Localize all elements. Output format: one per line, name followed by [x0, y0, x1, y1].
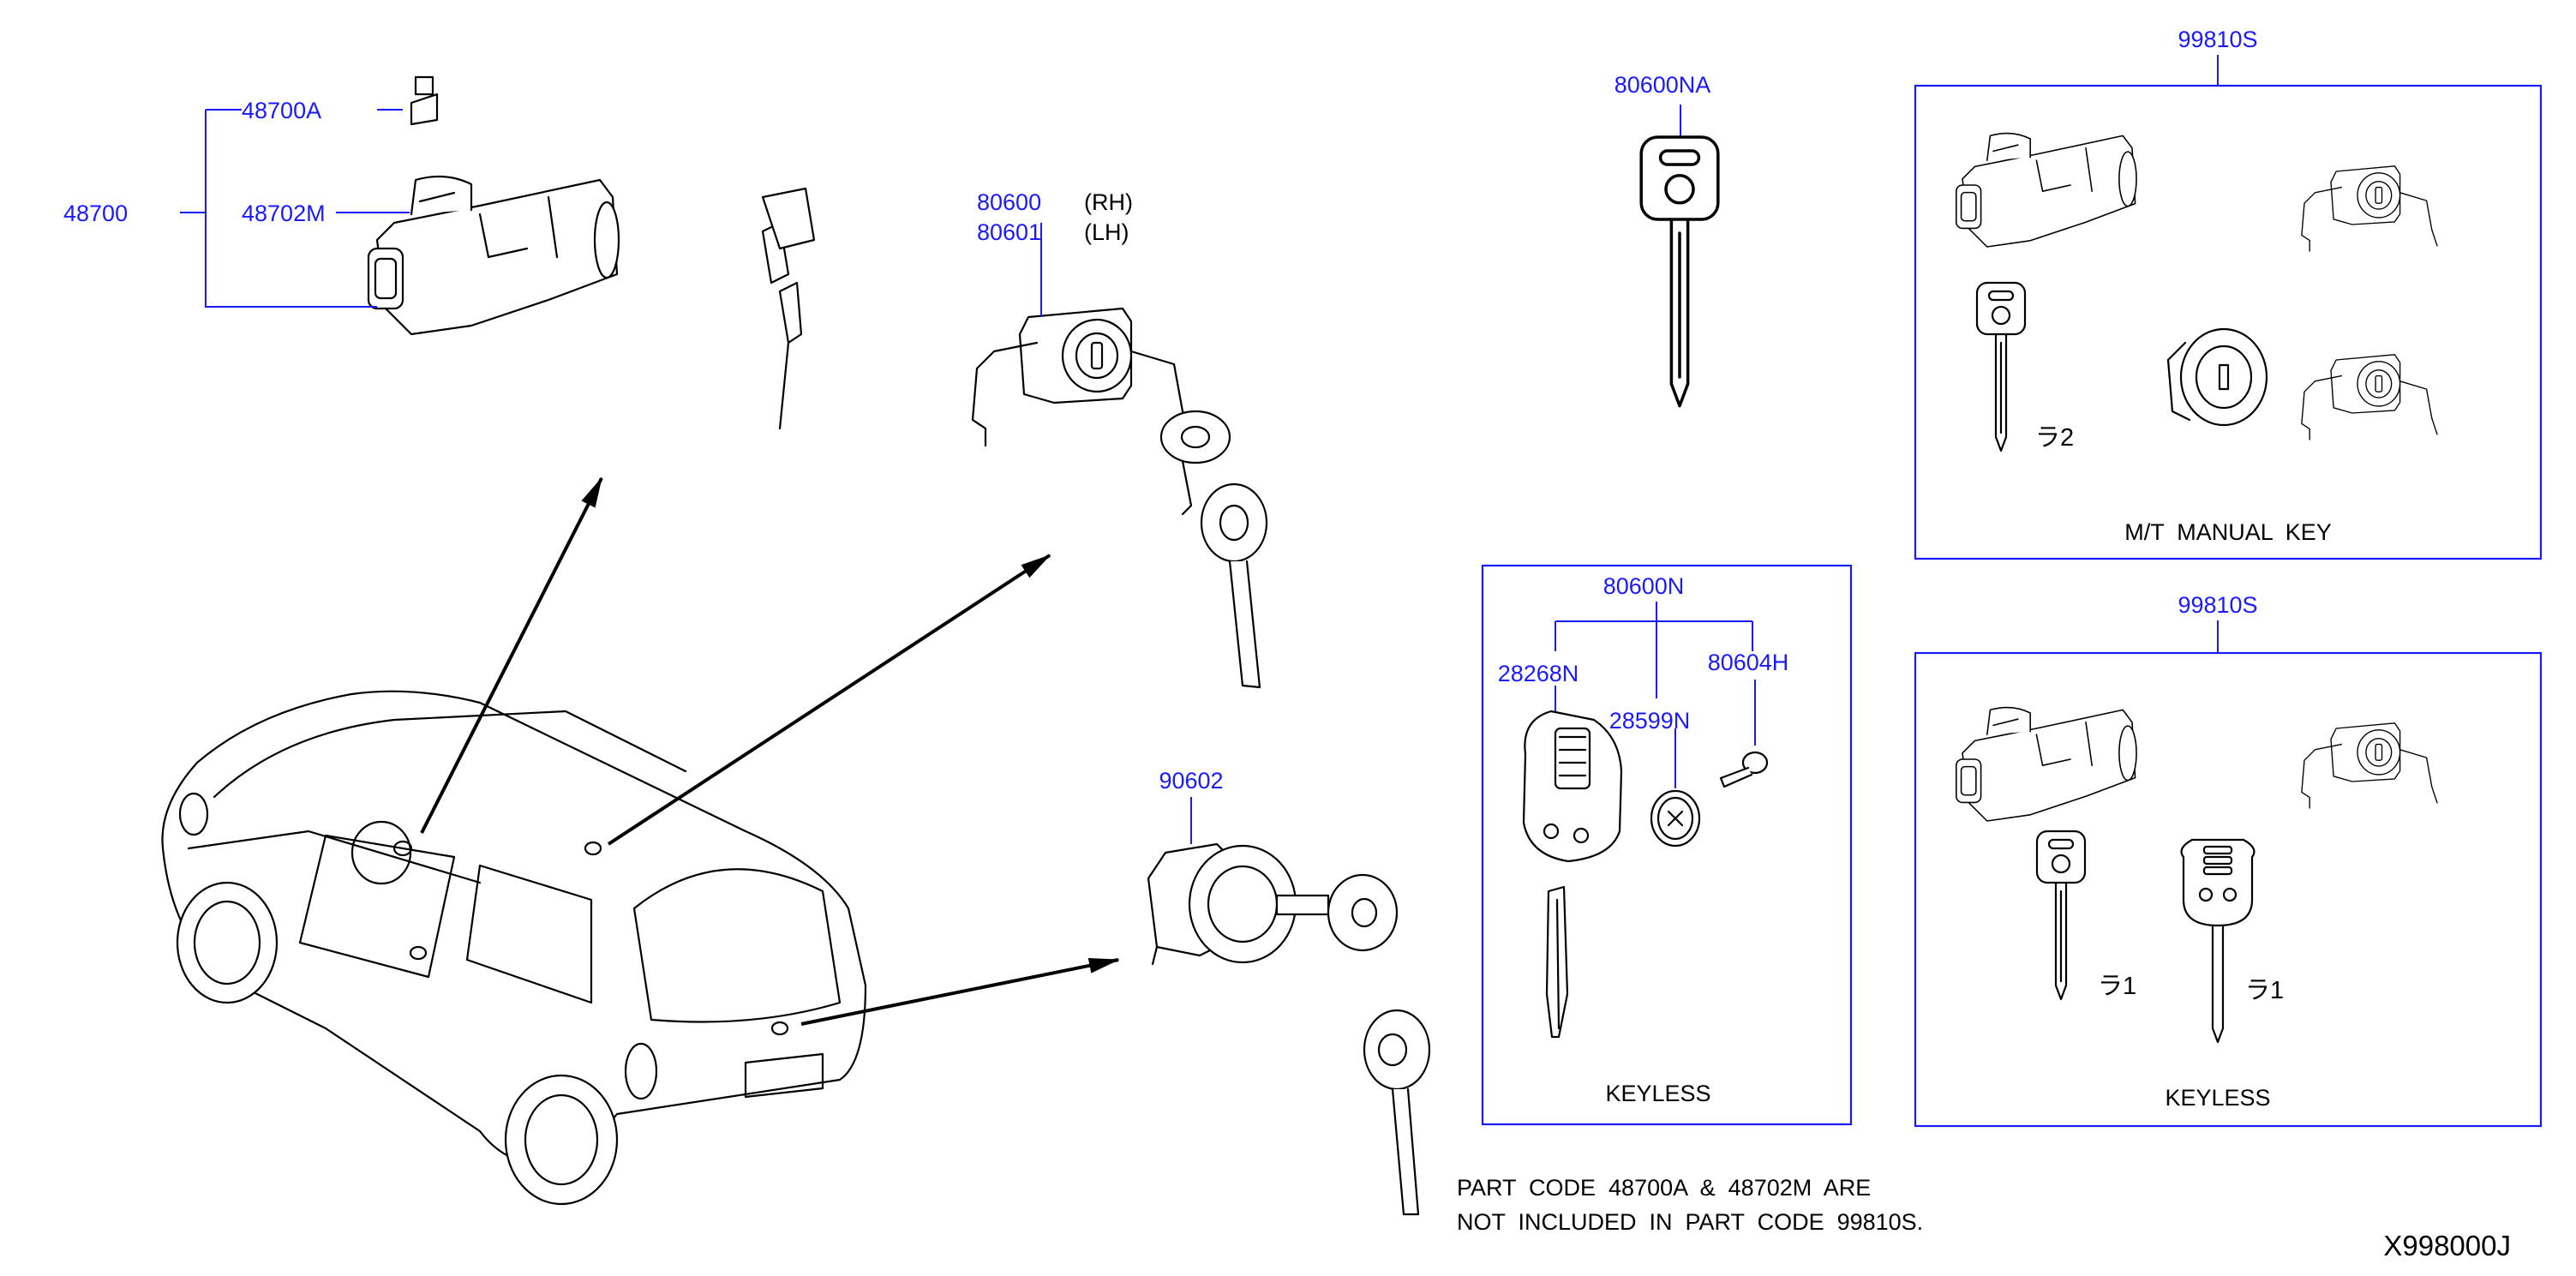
keyless-parts-box: [1481, 564, 1853, 1126]
kit2-blade-key: [2035, 830, 2087, 1001]
caption-keyless-kit: KEYLESS: [2165, 1085, 2270, 1111]
note-line-2: NOT INCLUDED IN PART CODE 99810S.: [1457, 1209, 1923, 1235]
ignition-lock-assembly: [367, 75, 816, 430]
key-blank-80600NA: [1639, 135, 1720, 408]
door-lock-cylinder: [971, 307, 1268, 689]
remote-shell-28268N: [1522, 710, 1623, 863]
emergency-key-blade: [1545, 885, 1569, 1039]
coin-battery-28599N: [1650, 789, 1701, 848]
note-line-1: PART CODE 48700A & 48702M ARE: [1457, 1175, 1871, 1201]
label-48700: 48700: [63, 201, 128, 226]
kit1-key-qty: ラ2: [2035, 424, 2074, 452]
label-90602: 90602: [1159, 768, 1223, 794]
callout-arrows: [420, 476, 1120, 1026]
label-lh: (LH): [1084, 219, 1129, 245]
label-kit2: 99810S: [2178, 592, 2257, 618]
kit2-remote-key: [2180, 838, 2255, 1044]
drawing-id: X998000J: [2383, 1230, 2511, 1261]
label-80600: 80600: [977, 189, 1041, 215]
label-28599N: 28599N: [1609, 708, 1691, 734]
label-80604H: 80604H: [1708, 650, 1789, 675]
label-80601: 80601: [977, 219, 1041, 245]
label-80600N: 80600N: [1603, 573, 1685, 599]
caption-manual-key: M/T MANUAL KEY: [2124, 519, 2332, 545]
caption-keyless-small: KEYLESS: [1605, 1081, 1710, 1106]
kit1-door-cyl: [2301, 165, 2438, 252]
vehicle-illustration: [161, 690, 867, 1206]
label-48702M: 48702M: [242, 201, 326, 226]
label-rh: (RH): [1084, 189, 1133, 215]
label-28268N: 28268N: [1498, 661, 1579, 686]
label-80600NA: 80600NA: [1614, 72, 1711, 98]
kit2-remote-key-qty: ラ1: [2245, 977, 2284, 1004]
kit2-blade-key-qty: ラ1: [2098, 973, 2136, 1000]
ignition-leaders: [180, 109, 410, 308]
kit-keyless-box: [1914, 651, 2543, 1128]
kit2-ignition: [1956, 706, 2137, 822]
kit1-door-cyl-lh: [2301, 354, 2438, 440]
kit1-tailgate-cyl: [2166, 327, 2268, 427]
screw-80604H: [1719, 751, 1769, 788]
label-48700A: 48700A: [242, 98, 321, 123]
label-kit1: 99810S: [2178, 27, 2257, 52]
kit1-ignition: [1956, 132, 2137, 248]
tailgate-lock-cylinder: [1147, 842, 1431, 1216]
kit2-door-cyl: [2301, 722, 2438, 809]
kit1-key: [1975, 281, 2027, 452]
kit-manual-key-box: [1914, 84, 2543, 560]
